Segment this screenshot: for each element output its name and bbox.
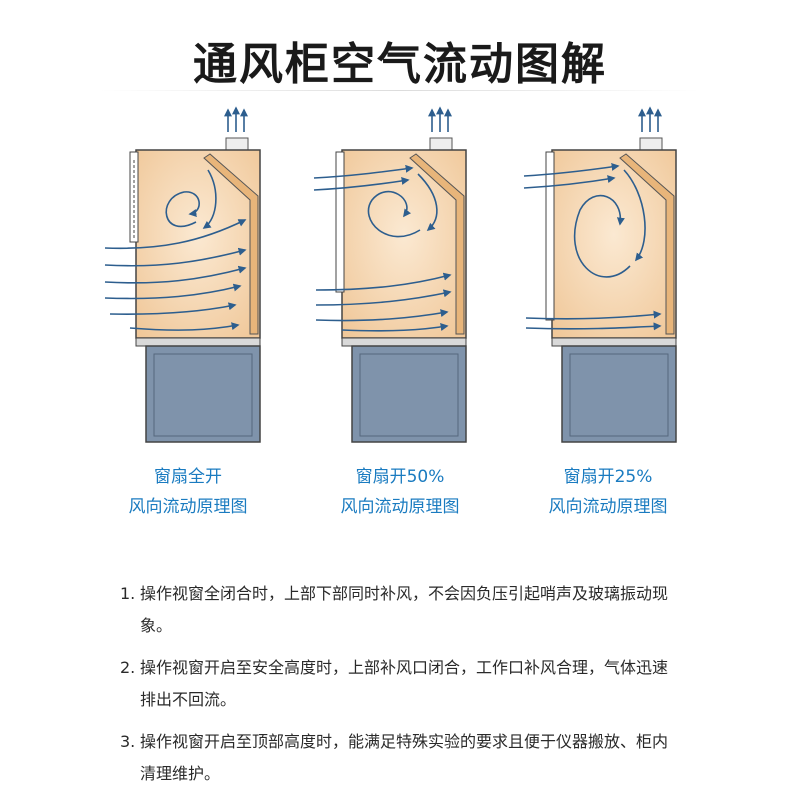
list-item: 2. 操作视窗开启至安全高度时，上部补风口闭合，工作口补风合理，气体迅速排出不回… [120,652,680,716]
exhaust-arrows [224,106,248,132]
diagram-sash-full-open: 窗扇全开 风向流动原理图 [100,100,275,517]
airflow-arrows [104,169,247,331]
diagram-caption-line1: 窗扇全开 [154,467,222,487]
page-title: 通风柜空气流动图解 [193,39,607,90]
note-text: 操作视窗全闭合时，上部下部同时补风，不会因负压引起哨声及玻璃振动现象。 [140,584,669,635]
diagram-sash-50: 窗扇开50% 风向流动原理图 [312,100,487,517]
baffle [409,153,465,335]
exhaust-arrows [638,106,662,132]
exhaust-arrows [428,106,452,132]
note-number: 1. [120,584,136,603]
baffle [619,153,675,335]
note-number: 3. [120,732,136,751]
base-cabinet [561,345,677,443]
base-cabinet [145,345,261,443]
list-item: 1. 操作视窗全闭合时，上部下部同时补风，不会因负压引起哨声及玻璃振动现象。 [120,578,680,642]
title-divider [100,90,700,91]
diagram-caption-line1: 窗扇开25% [563,467,653,487]
airflow-arrows [313,164,452,332]
notes-list: 1. 操作视窗全闭合时，上部下部同时补风，不会因负压引起哨声及玻璃振动现象。 2… [120,578,680,800]
fume-hood-illustration [523,106,677,443]
hood-chamber [135,149,261,339]
list-item: 3. 操作视窗开启至顶部高度时，能满足特殊实验的要求且便于仪器搬放、柜内清理维护… [120,726,680,790]
sash-frame [335,151,345,293]
note-number: 2. [120,658,136,677]
diagram-caption-line2: 风向流动原理图 [548,497,668,517]
fume-hood-illustration [313,106,467,443]
baffle [203,153,259,335]
note-text: 操作视窗开启至顶部高度时，能满足特殊实验的要求且便于仪器搬放、柜内清理维护。 [140,732,669,783]
hood-chamber [341,149,467,339]
base-cabinet [351,345,467,443]
fume-hood-illustration [104,106,261,443]
diagram-caption-line1: 窗扇开50% [355,467,445,487]
diagram-caption-line2: 风向流动原理图 [340,497,460,517]
note-text: 操作视窗开启至安全高度时，上部补风口闭合，工作口补风合理，气体迅速排出不回流。 [140,658,669,709]
diagram-caption-line2: 风向流动原理图 [128,497,248,517]
airflow-arrows [523,162,662,331]
sash-frame [545,151,555,321]
diagram-sash-25: 窗扇开25% 风向流动原理图 [520,100,695,517]
